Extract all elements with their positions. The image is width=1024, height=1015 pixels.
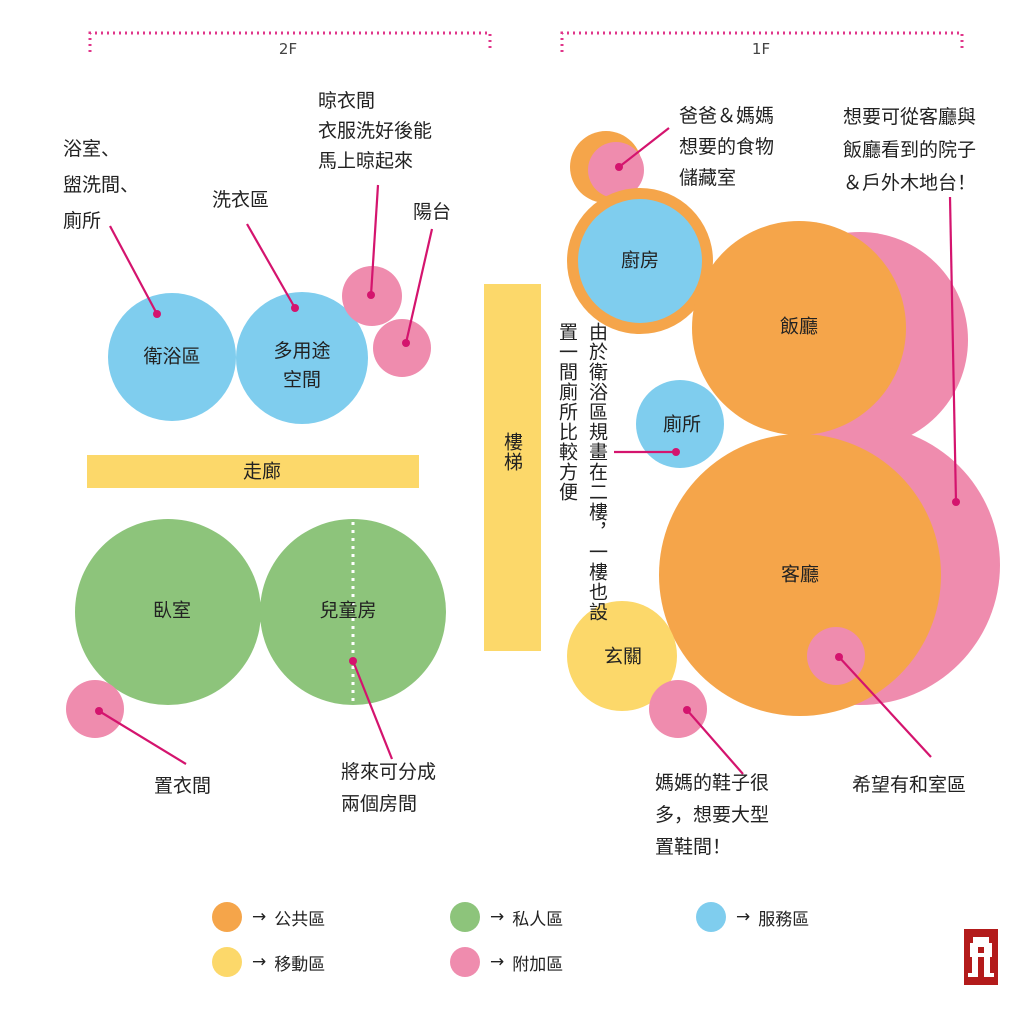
multipurpose-label: 多用途 空間 <box>273 340 331 391</box>
legend-public: → 公共區 <box>212 902 325 932</box>
bedroom-bubble <box>75 519 261 705</box>
closet-bubble <box>66 680 124 738</box>
legend-service-dot <box>696 902 726 932</box>
corridor-bar <box>87 455 419 488</box>
shoe-room-bubble <box>649 680 707 738</box>
laundry-note: 洗衣區 <box>212 189 270 211</box>
floor-1f-label: 1F <box>751 40 771 58</box>
legend-arrow: → <box>252 952 267 972</box>
dining-label: 飯廳 <box>779 315 819 338</box>
pantry-note: 爸爸＆媽媽 想要的食物 儲藏室 <box>679 105 775 189</box>
legend-private: → 私人區 <box>450 902 563 932</box>
pantry-bubble <box>588 142 644 198</box>
legend-service: → 服務區 <box>696 902 809 932</box>
toilet-bubble <box>636 380 724 468</box>
bedroom-label: 臥室 <box>152 599 192 622</box>
balcony-note: 陽台 <box>413 201 452 223</box>
tatami-note: 希望有和室區 <box>852 774 967 796</box>
legend-public-label: 公共區 <box>274 909 326 930</box>
legend-movement-dot <box>212 947 242 977</box>
legend-extra: → 附加區 <box>450 947 563 977</box>
leader-lines <box>98 127 958 775</box>
legend-movement-label: 移動區 <box>274 954 326 975</box>
stairs-label: 樓梯 <box>501 432 523 472</box>
legend-service-label: 服務區 <box>758 909 810 930</box>
living-label: 客廳 <box>780 563 820 586</box>
entrance-label: 玄關 <box>603 645 643 668</box>
legend-public-dot <box>212 902 242 932</box>
kids-room-note: 將來可分成 兩個房間 <box>341 761 437 815</box>
closet-note: 置衣間 <box>154 775 212 797</box>
legend-extra-dot <box>450 947 480 977</box>
bathroom-note: 浴室、 盥洗間、 廁所 <box>63 138 140 232</box>
drying-room-note: 晾衣間 衣服洗好後能 馬上晾起來 <box>318 90 433 172</box>
kids-room-label: 兒童房 <box>319 599 377 622</box>
shoe-room-note: 媽媽的鞋子很 多，想要大型 置鞋間！ <box>655 772 770 858</box>
bathroom-bubble <box>108 293 236 421</box>
legend-arrow: → <box>490 952 505 972</box>
legend-arrow: → <box>252 907 267 927</box>
balcony-bubble <box>373 319 431 377</box>
multipurpose-bubble <box>236 292 368 424</box>
corridor-label: 走廊 <box>242 460 282 483</box>
entrance-bubble <box>567 601 677 711</box>
brand-logo <box>964 929 998 985</box>
dining-bubble <box>692 221 906 435</box>
toilet-label: 廁所 <box>662 413 702 436</box>
stairs-bar <box>484 284 541 651</box>
leader-dots <box>95 163 960 715</box>
legend-arrow: → <box>736 907 751 927</box>
kitchen-label: 廚房 <box>620 249 660 272</box>
legend-extra-label: 附加區 <box>512 954 564 975</box>
living-bubble <box>659 434 941 716</box>
floor-2f-label: 2F <box>278 40 298 58</box>
yard-note: 想要可從客廳與 飯廳看到的院子 ＆戶外木地台！ <box>843 106 977 194</box>
legend-movement: → 移動區 <box>212 947 325 977</box>
legend-private-label: 私人區 <box>512 909 564 930</box>
legend-private-dot <box>450 902 480 932</box>
kitchen-bubble <box>578 199 702 323</box>
bathroom-label: 衛浴區 <box>143 345 201 368</box>
logo-figure-icon <box>968 937 994 977</box>
stairs-note: 由於衛浴區規畫在二樓，一樓也設置一間廁所比較方便 <box>556 322 608 622</box>
legend-arrow: → <box>490 907 505 927</box>
